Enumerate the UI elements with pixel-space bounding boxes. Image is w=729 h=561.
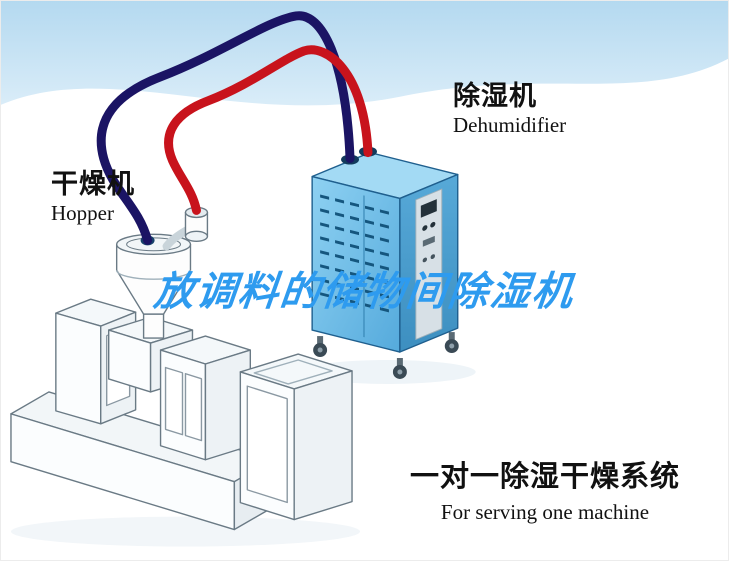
mid-cabinet [159,335,252,461]
hopper-label-en: Hopper [51,201,114,226]
right-cabinet [239,353,353,521]
vent-grid [320,194,389,338]
panel-button [422,257,428,263]
dehumidifier-unit [311,146,459,379]
machine-shadow [10,516,361,547]
dehumidifier-label: 除湿机 Dehumidifier [453,81,566,138]
caption-block: 一对一除湿干燥系统 For serving one machine [399,453,691,525]
dehumidifier-label-en: Dehumidifier [453,113,567,138]
drying-blower [162,206,209,251]
panel-button [430,254,435,259]
panel-button [430,221,436,228]
hose-blue [96,11,355,245]
dehumidifier-label-cn: 除湿机 [453,81,537,111]
extruder-machine [10,206,353,531]
panel-switch [422,235,435,247]
display-screen [420,199,437,218]
dehumidifier-front-face [311,175,401,353]
hopper-label-cn: 干燥机 [51,169,135,199]
caster-wheels [313,332,459,379]
panel-button [422,225,428,231]
hopper-label: 干燥机 Hopper [51,169,135,226]
caption-cn: 一对一除湿干燥系统 [409,461,680,493]
control-panel [415,188,443,340]
hose-red [164,45,373,215]
caption-en: For serving one machine [440,500,650,524]
hopper-funnel [115,233,192,339]
